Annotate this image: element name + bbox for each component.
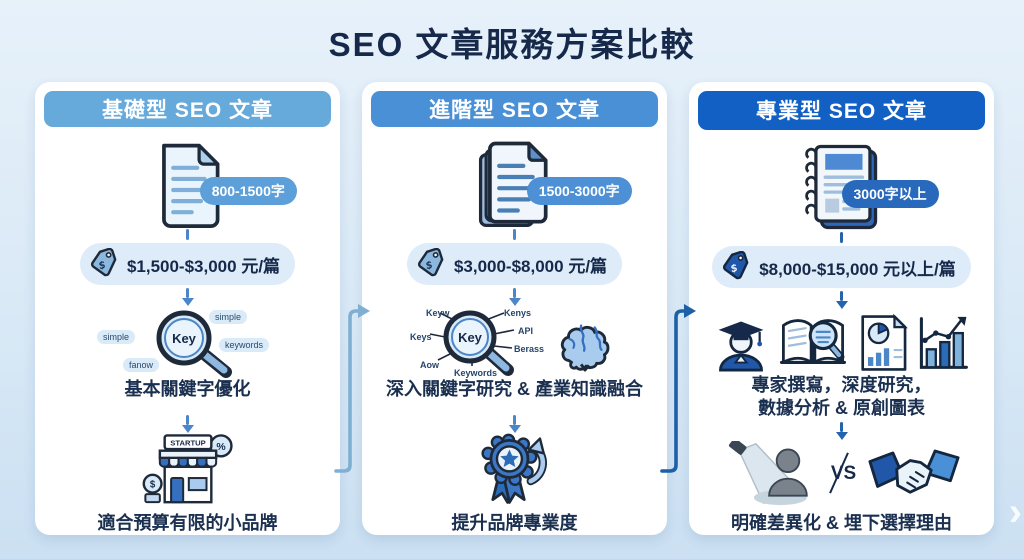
price-pill: $ $8,000-$15,000 元以上/篇 — [712, 246, 971, 289]
connector-line — [513, 229, 516, 241]
flow-arrow-basic-to-advanced — [334, 304, 370, 473]
keyword-tag: Kenys — [504, 308, 532, 319]
document-stack-icon — [478, 142, 548, 228]
startup-storefront-icon: % STARTUP $ — [142, 434, 233, 504]
vs-label: VS — [830, 462, 857, 484]
svg-text:$: $ — [97, 260, 107, 273]
word-count-badge: 3000字以上 — [841, 179, 939, 208]
down-arrow — [181, 415, 194, 433]
plan-header-pro: 專業型 SEO 文章 — [698, 91, 985, 130]
spotlight-person-icon — [728, 440, 808, 505]
down-arrow — [508, 415, 521, 433]
magnifier-key-icon: Key — [429, 310, 515, 377]
feature-text: 專家撰寫，深度研究， 數據分析 & 原創圖表 — [751, 374, 932, 419]
price-text: $3,000-$8,000 元/篇 — [453, 256, 608, 276]
plan-card-pro: 專業型 SEO 文章 — [689, 82, 994, 535]
connector-line — [186, 229, 189, 241]
plan-cards-row: 基礎型 SEO 文章 800-1500字 — [35, 82, 994, 535]
keyword-tag: API — [518, 326, 534, 337]
price-tag-icon: $ — [723, 251, 749, 280]
plan-header-advanced: 進階型 SEO 文章 — [371, 91, 658, 128]
keyword-tag: Keywords — [454, 368, 498, 379]
down-arrow — [835, 422, 848, 441]
down-arrow — [835, 291, 848, 310]
keyword-tag: Keyw — [426, 308, 450, 319]
data-report-icon — [861, 313, 908, 371]
svg-text:STARTUP: STARTUP — [170, 438, 205, 447]
svg-text:$: $ — [424, 260, 434, 273]
price-text: $8,000-$15,000 元以上/篇 — [759, 259, 956, 279]
plan-header-basic: 基礎型 SEO 文章 — [44, 91, 331, 128]
svg-text:$: $ — [149, 480, 155, 491]
magnifier-key-icon: Key — [156, 310, 232, 379]
svg-text:$: $ — [729, 263, 739, 276]
benefit-text: 適合預算有限的小品牌 — [97, 513, 278, 533]
keyword-tag: simple — [97, 330, 136, 345]
page-title: SEO 文章服務方案比較 — [328, 26, 696, 63]
keyword-tag: Berass — [514, 344, 545, 355]
keyword-tag: fanow — [123, 358, 160, 373]
book-research-icon — [779, 319, 847, 365]
svg-text:Key: Key — [458, 330, 483, 345]
keyword-tag: keywords — [219, 338, 270, 353]
expert-graduate-icon — [718, 321, 764, 372]
handshake-icon — [868, 449, 960, 494]
svg-text:Key: Key — [172, 331, 197, 346]
brain-icon — [560, 324, 610, 372]
price-tag-icon: $ — [417, 248, 444, 277]
price-pill: $ $1,500-$3,000 元/篇 — [79, 243, 296, 286]
price-pill: $ $3,000-$8,000 元/篇 — [406, 243, 623, 286]
keyword-tag: Aow — [420, 360, 439, 371]
svg-text:%: % — [216, 442, 225, 453]
feature-text: 基本關鍵字優化 — [124, 379, 251, 400]
plan-card-basic: 基礎型 SEO 文章 800-1500字 — [35, 82, 340, 535]
carousel-next-chevron[interactable]: › — [1008, 490, 1022, 534]
document-icon — [161, 144, 219, 229]
feature-text: 深入關鍵字研究 & 產業知識融合 — [386, 379, 643, 400]
word-count-badge: 1500-3000字 — [526, 177, 632, 206]
keyword-tag: Keys — [410, 332, 432, 343]
down-arrow — [181, 288, 194, 307]
plan-card-advanced: 進階型 SEO 文章 1500-3000字 — [362, 82, 667, 535]
price-tag-icon: $ — [90, 248, 117, 277]
keyword-research-illustration: Key Keyw Kenys Keys API Berass Aow Keywo… — [362, 308, 667, 378]
flow-arrow-advanced-to-pro — [660, 304, 696, 473]
down-arrow — [508, 288, 521, 307]
price-text: $1,500-$3,000 元/篇 — [126, 256, 281, 276]
growth-chart-icon — [919, 317, 968, 369]
connector-line — [840, 231, 843, 244]
keyword-illustration-basic: Key simple simple keywords fanow — [35, 308, 340, 379]
benefit-text: 提升品牌專業度 — [451, 513, 578, 533]
benefit-text: 明確差異化 & 埋下選擇理由 — [731, 513, 952, 533]
keyword-tag: simple — [209, 310, 248, 325]
award-medal-icon — [480, 433, 547, 504]
word-count-badge: 800-1500字 — [199, 177, 297, 206]
